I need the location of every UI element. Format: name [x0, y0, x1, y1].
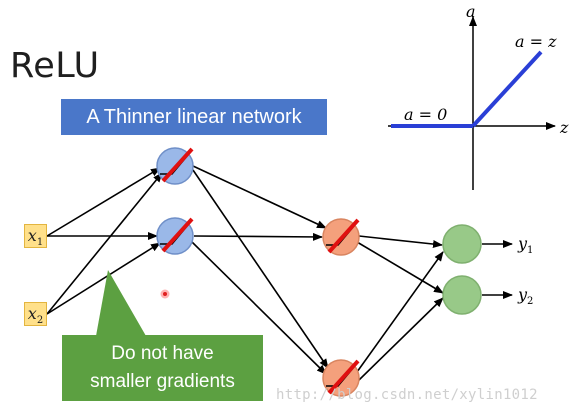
edge — [193, 232, 323, 241]
watermark: http://blog.csdn.net/xylin1012 — [276, 387, 538, 403]
edge — [192, 169, 329, 369]
edge — [356, 251, 444, 373]
output-layer: y1 y2 — [442, 224, 533, 315]
edge — [356, 241, 444, 294]
callout-pointer — [96, 270, 146, 336]
edge — [46, 172, 163, 315]
hidden-layer-1 — [156, 147, 194, 255]
input-x2: x2 — [24, 302, 47, 326]
output-label-y2: y2 — [517, 285, 533, 307]
network-banner: A Thinner linear network — [61, 99, 327, 135]
a-equals-zero-label: a = 0 — [404, 105, 447, 124]
relu-graph: a z a = 0 a = z — [388, 2, 569, 190]
edge — [46, 167, 161, 237]
hidden-neuron — [322, 218, 360, 256]
input-x1: x1 — [24, 224, 47, 248]
a-equals-z-label: a = z — [515, 32, 557, 51]
output-neuron — [442, 224, 482, 264]
relu-linear-segment — [471, 50, 543, 128]
hidden-neuron — [156, 147, 194, 185]
slide-title: ReLU — [10, 46, 100, 86]
hidden-layer-2 — [322, 218, 360, 397]
edge — [192, 165, 327, 229]
edge — [191, 241, 327, 375]
connections — [46, 165, 513, 381]
output-neuron — [442, 275, 482, 315]
edge — [46, 242, 161, 315]
callout-line-2: smaller gradients — [90, 371, 235, 392]
hidden-neuron — [322, 359, 360, 397]
edge — [358, 297, 444, 381]
callout-line-1: Do not have — [111, 343, 214, 364]
cursor-indicator — [160, 289, 170, 299]
z-axis-label: z — [559, 118, 569, 137]
a-axis-label: a — [466, 2, 476, 21]
hidden-neuron — [156, 217, 194, 255]
edge — [358, 235, 443, 249]
output-label-y1: y1 — [517, 234, 533, 256]
gradient-callout: Do not have smaller gradients — [62, 335, 263, 401]
